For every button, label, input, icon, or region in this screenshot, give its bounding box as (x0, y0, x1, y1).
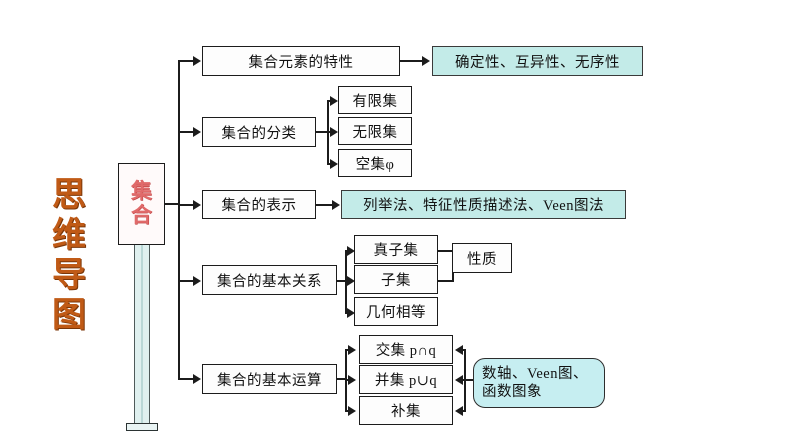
branch-3-detail-connector (316, 204, 333, 206)
page-title: 思 维 导 图 (46, 175, 92, 335)
center-node-set[interactable]: 集 合 (118, 163, 165, 245)
branch-4-connector (178, 280, 193, 282)
ribbon-foot (126, 423, 158, 431)
title-char-3: 导 (52, 255, 86, 296)
branch-3-detail-arrow-icon (332, 200, 340, 210)
node-infinite-set[interactable]: 无限集 (338, 117, 412, 145)
title-char-4: 图 (52, 295, 86, 336)
method-arrow-3-icon (455, 406, 463, 416)
branch-1-detail-arrow-icon (422, 56, 430, 66)
node-union[interactable]: 并集 p∪q (359, 365, 453, 394)
node-property[interactable]: 性质 (452, 243, 512, 273)
branch-2-child-1-arrow-icon (330, 96, 338, 106)
node-characteristics[interactable]: 集合元素的特性 (202, 46, 400, 76)
detail-operation-methods[interactable]: 数轴、Veen图、函数图象 (473, 358, 605, 408)
detail-representation[interactable]: 列举法、特征性质描述法、Veen图法 (341, 190, 626, 219)
node-intersection[interactable]: 交集 p∩q (359, 335, 453, 364)
branch-5-child-3-arrow-icon (348, 406, 356, 416)
branch-2-child-3-arrow-icon (330, 159, 338, 169)
branch-4-fanout-stub (337, 280, 346, 282)
node-subset[interactable]: 子集 (354, 265, 438, 294)
branch-5-arrow-icon (193, 374, 201, 384)
branch-5-child-2-connector (345, 379, 349, 381)
branch-2-connector (178, 131, 193, 133)
branch-5-child-1-connector (345, 349, 349, 351)
title-char-2: 维 (52, 215, 86, 256)
title-char-1: 思 (52, 175, 86, 215)
branch-4-child-1-arrow-icon (347, 246, 355, 256)
node-relations[interactable]: 集合的基本关系 (202, 265, 337, 295)
trunk-stub (165, 203, 179, 205)
ribbon-inner-line (141, 245, 143, 423)
branch-2-child-1-connector (327, 100, 331, 102)
method-box-connector (464, 379, 474, 381)
branch-5-child-3-connector (345, 410, 349, 412)
method-arrow-1-icon (455, 345, 463, 355)
detail-characteristics[interactable]: 确定性、互异性、无序性 (432, 46, 643, 76)
branch-1-detail-connector (400, 60, 422, 62)
node-complement[interactable]: 补集 (359, 396, 453, 425)
branch-5-connector (178, 378, 193, 380)
node-geometric-equal[interactable]: 几何相等 (354, 297, 438, 326)
center-node-char-1: 集 (131, 179, 152, 204)
branch-4-child-2-arrow-icon (347, 276, 355, 286)
trunk-spine (178, 61, 180, 379)
branch-4-arrow-icon (193, 276, 201, 286)
property-connector-lower (438, 280, 454, 282)
node-operations[interactable]: 集合的基本运算 (202, 364, 337, 394)
branch-4-child-1-connector (345, 250, 348, 252)
branch-5-fanout-stub (337, 378, 346, 380)
branch-3-connector (178, 204, 193, 206)
center-node-char-2: 合 (131, 203, 152, 227)
branch-4-child-2-connector (345, 280, 348, 282)
branch-4-child-3-arrow-icon (347, 308, 355, 318)
node-empty-set[interactable]: 空集φ (338, 149, 412, 177)
method-arrow-2-icon (455, 375, 463, 385)
branch-2-arrow-icon (193, 127, 201, 137)
branch-2-child-2-connector (327, 131, 331, 133)
node-representation[interactable]: 集合的表示 (202, 190, 316, 219)
method-connector-1 (463, 349, 466, 351)
branch-1-arrow-icon (193, 56, 201, 66)
branch-5-child-2-arrow-icon (348, 375, 356, 385)
node-classification[interactable]: 集合的分类 (202, 117, 316, 147)
branch-3-arrow-icon (193, 200, 201, 210)
branch-1-connector (178, 60, 193, 62)
node-finite-set[interactable]: 有限集 (338, 86, 412, 114)
node-proper-subset[interactable]: 真子集 (354, 235, 438, 264)
branch-4-child-3-connector (345, 312, 348, 314)
branch-2-fanout-stub (316, 131, 328, 133)
branch-2-child-3-connector (327, 163, 331, 165)
method-connector-3 (463, 410, 466, 412)
branch-2-child-2-arrow-icon (330, 127, 338, 137)
property-connector-upper (438, 250, 454, 252)
branch-5-child-1-arrow-icon (348, 345, 356, 355)
